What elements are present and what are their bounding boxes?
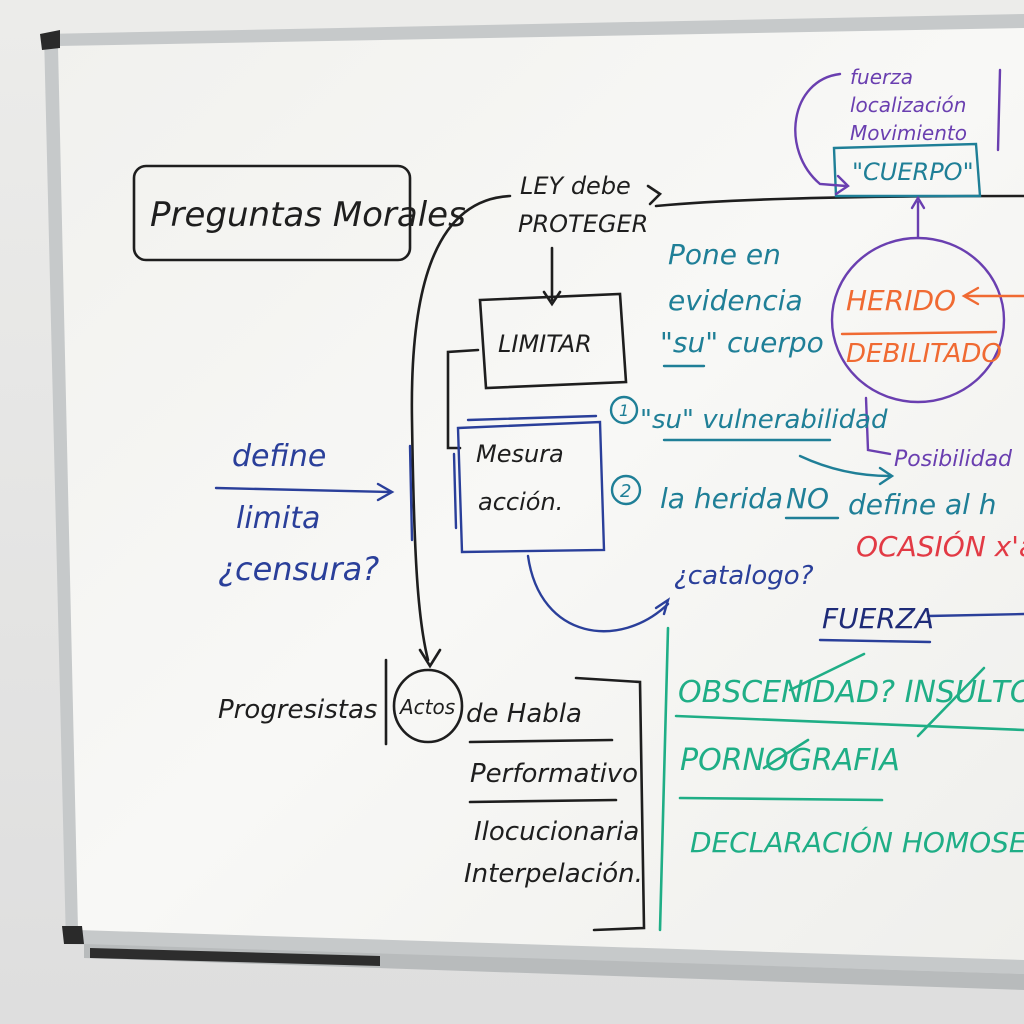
text-posibilidad: Posibilidad [894, 447, 1013, 472]
line-herido-posibilidad [864, 396, 892, 456]
text-pone-en: Pone en [668, 238, 781, 271]
text-preguntas-morales: Preguntas Morales [150, 195, 466, 235]
arrowhead-limitar [542, 290, 562, 307]
box-preguntas [132, 164, 412, 262]
arrow-posibilidad [798, 454, 892, 478]
text-la-herida: la herida [660, 482, 783, 515]
underline-fuerza [818, 638, 932, 644]
bracket-actos [574, 676, 646, 932]
bracket-limitar-mesura [446, 348, 480, 450]
box-limitar [478, 292, 628, 390]
strike-obscenidad [788, 652, 866, 692]
text-ocasion: OCASIÓN x'a [856, 529, 1024, 563]
box-mesura [456, 420, 606, 554]
circle-num1 [609, 395, 639, 425]
curve-ley-actos [410, 194, 512, 662]
arrowhead-cuerpo [834, 174, 850, 196]
text-obscenidad: OBSCENIDAD? INSULTO? [678, 675, 1024, 710]
text-progresistas: Progresistas [218, 695, 377, 725]
marker-on-tray [90, 948, 380, 966]
arrowhead-cuerpo-up [910, 195, 926, 210]
text-limitar: LIMITAR [498, 330, 592, 358]
curve-fuerza-cuerpo [794, 72, 848, 188]
underline-obscenidad [674, 714, 1024, 732]
text-limita: limita [236, 501, 320, 536]
text-define: define [232, 439, 326, 474]
box-mesura-top [466, 414, 598, 422]
divider-green [658, 626, 670, 932]
text-localizacion: localización [850, 93, 966, 117]
frame-corner-bottom-left [62, 926, 84, 944]
circle-actos [392, 668, 464, 744]
underline-pornografia [678, 796, 884, 802]
text-pornografia: PORNOGRAFIA [680, 743, 900, 778]
text-accion: acción. [478, 488, 563, 516]
text-catalogo: ¿catalogo? [674, 561, 814, 591]
underline-performativo [468, 798, 618, 804]
line-fuerza [926, 612, 1024, 618]
box-cuerpo [832, 142, 982, 198]
purple-strokes [794, 68, 1006, 456]
text-debilitado: DEBILITADO [846, 339, 1002, 369]
green-strokes [658, 626, 1024, 932]
text-ilocucionaria: Ilocucionaria [474, 817, 639, 847]
text-performativo: Performativo [470, 759, 638, 789]
text-proteger: PROTEGER [518, 210, 648, 238]
box-mesura-left [452, 452, 458, 530]
text-su-vulnerabilidad: "su" vulnerabilidad [640, 405, 888, 435]
blue-strokes [214, 414, 1024, 644]
text-declaracion: DECLARACIÓN HOMOSEXU [690, 825, 1024, 859]
text-herido: HERIDO [846, 284, 956, 317]
divider-herido [840, 330, 998, 336]
text-fuerza-big: FUERZA [822, 602, 934, 635]
text-censura: ¿censura? [218, 550, 379, 588]
divider-right [996, 68, 1002, 152]
arrowhead-define [376, 482, 395, 502]
text-su-cuerpo: "su" cuerpo [660, 326, 824, 359]
divider-blue [408, 444, 414, 542]
text-interpelacion: Interpelación. [464, 859, 643, 889]
arrowhead-herido [961, 286, 980, 306]
curve-catalogo [526, 554, 670, 633]
arrow-define [214, 486, 392, 494]
text-ley-debe: LEY debe [520, 172, 631, 200]
circle-num2 [610, 474, 642, 506]
arrowhead-actos [418, 648, 442, 669]
strike-pornografia [762, 738, 810, 770]
teal-strokes [609, 142, 982, 520]
text-define-al: define al h [848, 488, 997, 521]
strike-insulto [916, 666, 986, 738]
text-movimiento: Movimiento [850, 121, 967, 145]
underline-habla [468, 738, 614, 744]
text-cuerpo: "CUERPO" [852, 158, 974, 186]
text-no: NO [786, 482, 829, 515]
frame-corner-top-left [40, 30, 60, 50]
text-de-habla: de Habla [466, 699, 582, 729]
text-fuerza-small: fuerza [850, 65, 913, 89]
arrowhead-catalogo [654, 597, 671, 616]
text-evidencia: evidencia [668, 284, 803, 317]
text-num2: 2 [620, 481, 631, 502]
arrowhead-posibilidad [878, 466, 895, 486]
arrowhead-proteger [646, 184, 663, 206]
text-actos: Actos [398, 695, 455, 719]
text-mesura: Mesura [476, 440, 564, 468]
orange-strokes [840, 286, 1024, 336]
text-num1: 1 [619, 401, 629, 420]
